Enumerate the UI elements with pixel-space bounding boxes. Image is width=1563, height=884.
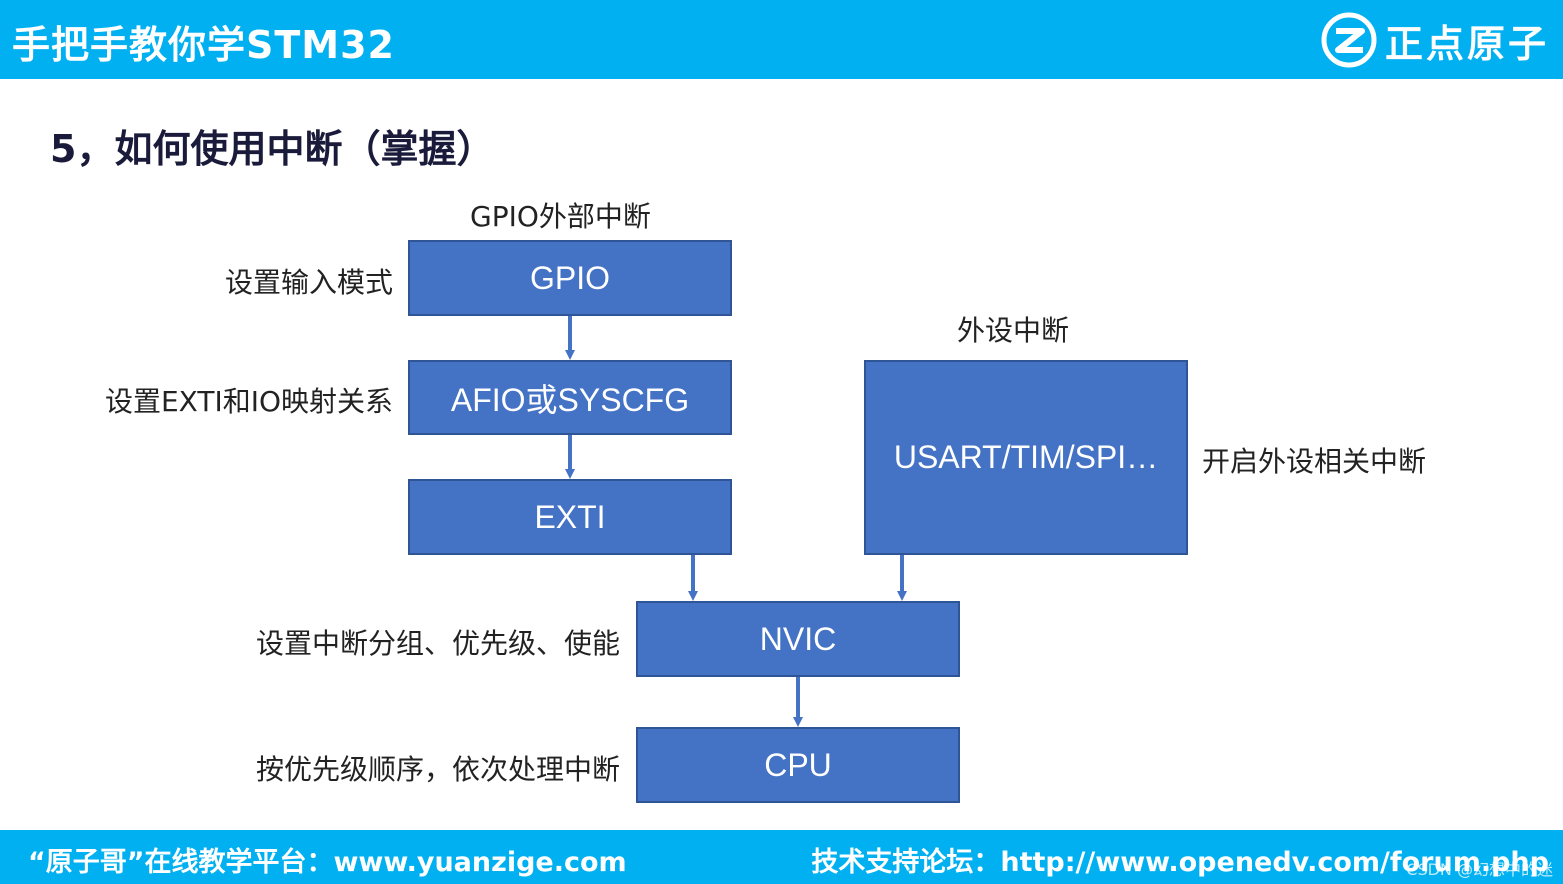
watermark: CSDN @幻想中的迷	[1406, 860, 1553, 879]
header-bar: 手把手教你学STM32 正点原子	[0, 0, 1563, 79]
afio-box: AFIO或SYSCFG	[408, 360, 732, 435]
footer-right-link[interactable]: 技术支持论坛：http://www.openedv.com/forum.php	[811, 847, 1549, 878]
periph-box: USART/TIM/SPI…	[864, 360, 1188, 555]
cpu-box: CPU	[636, 727, 960, 803]
note-gpio: 设置输入模式	[224, 266, 393, 299]
section-title: 5，如何使用中断（掌握）	[50, 127, 495, 171]
logo-text: 正点原子	[1384, 21, 1549, 66]
gpio-group-title: GPIO外部中断	[470, 200, 651, 233]
footer-bar: “原子哥”在线教学平台：www.yuanzige.com 技术支持论坛：http…	[0, 830, 1563, 884]
logo: 正点原子	[1321, 10, 1549, 70]
note-afio: 设置EXTI和IO映射关系	[104, 385, 393, 418]
exti-box: EXTI	[408, 479, 732, 555]
note-cpu: 按优先级顺序，依次处理中断	[255, 753, 620, 786]
nvic-box: NVIC	[636, 601, 960, 677]
header-title: 手把手教你学STM32	[12, 23, 395, 67]
footer-left-link[interactable]: “原子哥”在线教学平台：www.yuanzige.com	[28, 847, 627, 878]
gpio-box: GPIO	[408, 240, 732, 316]
note-nvic: 设置中断分组、优先级、使能	[255, 627, 620, 660]
note-periph: 开启外设相关中断	[1202, 445, 1427, 478]
periph-group-title: 外设中断	[957, 314, 1070, 347]
zdyz-logo-icon	[1321, 12, 1377, 68]
